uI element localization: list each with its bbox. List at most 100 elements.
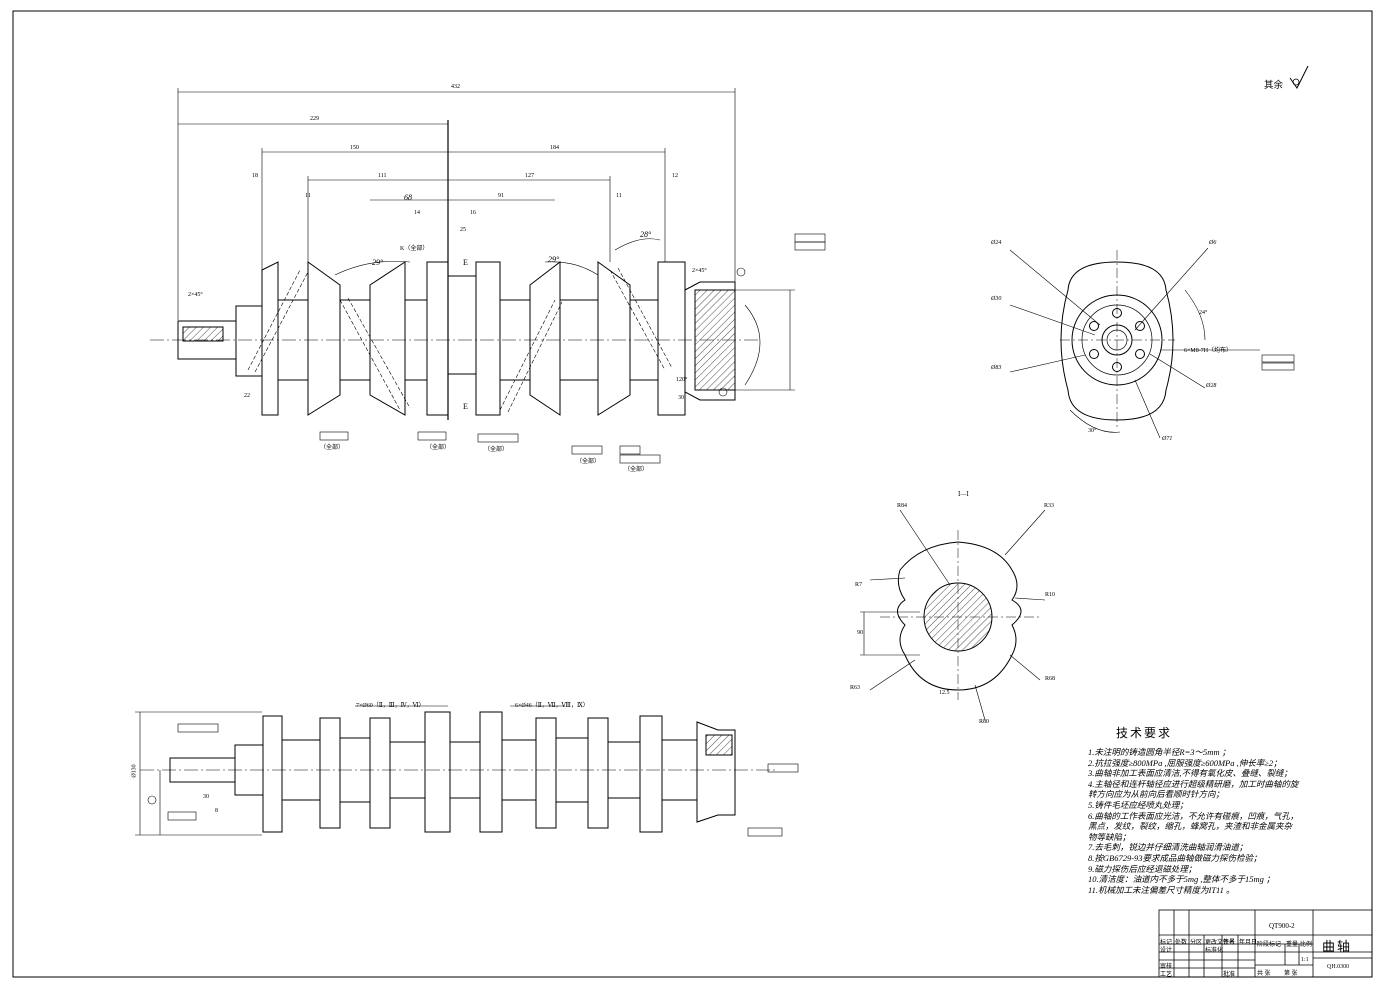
surface-finish-symbol xyxy=(1289,65,1309,89)
dim-d30: Ø30 xyxy=(991,296,1002,302)
k-note: K（全部） xyxy=(400,246,429,252)
all-note-5: （全部） xyxy=(624,467,649,473)
dim-16: 16 xyxy=(470,210,476,216)
chamfer-right: 2×45° xyxy=(692,268,707,274)
title-block-grid xyxy=(1158,909,1373,978)
dim-r68: R68 xyxy=(1045,676,1056,682)
dim-25: 25 xyxy=(460,227,466,233)
dim-d28: Ø28 xyxy=(1206,383,1217,389)
end-view xyxy=(1009,247,1295,439)
requirement-line: 4.主轴径和连杆轴径应进行超级精研磨，加工时曲轴的旋 xyxy=(1088,778,1299,789)
section-view xyxy=(860,509,1046,721)
dim-r33: R33 xyxy=(1044,503,1055,509)
dim-inner-left: 111 xyxy=(378,173,387,179)
holes-note: 6×M8-7H（均布） xyxy=(1184,348,1233,354)
requirement-line: 黑点，发纹，裂纹，缩孔，蜂窝孔，夹渣和非金属夹杂 xyxy=(1088,821,1293,832)
angle-30: 30° xyxy=(1088,428,1097,434)
label-design: 设计 xyxy=(1160,948,1173,954)
label-sign: 签名 xyxy=(1223,940,1236,946)
dim-91: 91 xyxy=(498,193,504,199)
requirement-line: 6.曲轴的工作表面应光洁，不允许有碰痕，凹痕，气孔， xyxy=(1088,810,1299,821)
label-sheet-no: 第 张 xyxy=(1284,971,1298,977)
journal-crank-note: 6×Ø46（Ⅱ，Ⅶ，Ⅷ，Ⅸ） xyxy=(515,703,589,709)
dim-d24: Ø24 xyxy=(991,240,1002,246)
dim-r80: R80 xyxy=(979,719,990,725)
requirement-line: 8.按GB6729-93要求成品曲轴做磁力探伤检验； xyxy=(1088,852,1262,863)
dim-d71: Ø71 xyxy=(1162,436,1173,442)
dim-22: 22 xyxy=(244,393,250,399)
dim-d6: Ø6 xyxy=(1209,240,1217,246)
dim-top-30: 30 xyxy=(203,794,209,800)
dim-r7: R7 xyxy=(855,582,863,588)
dim-14: 14 xyxy=(414,210,420,216)
label-mark: 标记 xyxy=(1160,940,1173,946)
requirement-line: 10.清洁度：油道内不多于5mg ,整体不多于15mg ； xyxy=(1088,874,1275,885)
requirement-line: 11.机械加工未注偏差尺寸精度为IT11 。 xyxy=(1088,884,1235,895)
section-mark-e-bottom: E xyxy=(463,402,468,411)
requirements-title: 技术要求 xyxy=(1116,726,1173,740)
dim-mid-right: 184 xyxy=(550,145,559,151)
material: QT900-2 xyxy=(1269,922,1295,930)
dim-left-span: 229 xyxy=(310,116,319,122)
dim-12: 12 xyxy=(672,173,678,179)
dim-top-8: 8 xyxy=(215,808,218,814)
surface-note: 其余 xyxy=(1264,81,1284,91)
part-name: 曲轴 xyxy=(1322,939,1353,954)
requirement-line: 转方向应为从前向后看顺时针方向； xyxy=(1088,789,1225,800)
front-view xyxy=(150,88,826,464)
label-date: 年月日 xyxy=(1239,940,1258,946)
journal-main-note: 7×Ø60（Ⅱ，Ⅲ，Ⅳ，Ⅵ） xyxy=(356,703,425,709)
all-note-1: （全部） xyxy=(320,445,345,451)
requirement-line: 2.抗拉强度≥800MPa ,屈服强度≥600MPa ,伸长率≥2； xyxy=(1088,757,1282,768)
dim-30: 30 xyxy=(678,395,684,401)
angle-29a: 29° xyxy=(372,258,384,267)
label-process: 工艺 xyxy=(1160,972,1173,978)
angle-120: 120° xyxy=(676,377,688,383)
label-standard: 标准化 xyxy=(1205,948,1224,954)
angle-29b: 29° xyxy=(548,255,560,264)
requirement-line: 7.去毛刺，锐边并仔细清洗曲轴润滑油道； xyxy=(1088,842,1248,853)
label-weight: 重量 xyxy=(1286,942,1299,948)
requirement-line: 物等缺陷； xyxy=(1088,831,1131,842)
all-note-2: （全部） xyxy=(426,445,451,451)
scale-value: 1:1 xyxy=(1301,957,1309,963)
top-view xyxy=(135,705,799,837)
dim-d83: Ø83 xyxy=(991,365,1002,371)
section-mark-e-top: E xyxy=(463,258,468,267)
section-label: Ⅰ—Ⅰ xyxy=(958,492,969,498)
technical-requirements: 技术要求 1.未注明的铸造圆角半径R=3～5mm ； 2.抗拉强度≥800MPa… xyxy=(1088,724,1338,895)
dim-90: 90 xyxy=(857,630,863,636)
label-change-doc: 更改文件号 xyxy=(1205,940,1236,946)
label-review: 审核 xyxy=(1160,964,1173,970)
label-approve: 批准 xyxy=(1223,972,1236,978)
all-note-4: （全部） xyxy=(576,459,601,465)
dim-68: 68 xyxy=(404,193,412,202)
dim-inner-right: 127 xyxy=(525,173,534,179)
drawing-number: QH.0300 xyxy=(1327,964,1350,970)
dim-r84: R84 xyxy=(897,503,908,509)
dim-18: 18 xyxy=(252,173,258,179)
label-sheets: 共 张 xyxy=(1257,971,1271,977)
dim-overall: 432 xyxy=(451,84,460,90)
label-stage-mark: 阶段标记 xyxy=(1257,942,1282,948)
dim-d130: Ø130 xyxy=(131,764,138,778)
label-count: 处数 xyxy=(1175,940,1188,946)
dim-r63: R63 xyxy=(850,685,861,691)
requirement-line: 5.铸件毛坯应经喷丸处理； xyxy=(1088,799,1188,810)
all-note-3: （全部） xyxy=(484,447,509,453)
dim-mid-left: 150 xyxy=(350,145,359,151)
title-block: QT900-2 曲轴 QH.0300 1:1 标记 处数 分区 更改文件号 签名… xyxy=(1159,910,1372,978)
dim-11b: 11 xyxy=(616,193,622,199)
dim-11a: 11 xyxy=(305,193,311,199)
angle-24: 24° xyxy=(1199,310,1208,316)
ra-value: 12.5 xyxy=(939,690,950,696)
angle-28: 28° xyxy=(640,230,652,239)
label-scale: 比例 xyxy=(1300,942,1313,948)
requirement-line: 3.曲轴非加工表面应清洁,不得有氧化皮、叠缝、裂缝； xyxy=(1088,768,1293,779)
dim-r10: R10 xyxy=(1045,592,1056,598)
chamfer-left: 2×45° xyxy=(188,292,203,298)
requirement-line: 9.磁力探伤后应经退磁处理； xyxy=(1088,863,1197,874)
sheet-border xyxy=(12,10,1373,978)
label-zone: 分区 xyxy=(1190,940,1203,946)
